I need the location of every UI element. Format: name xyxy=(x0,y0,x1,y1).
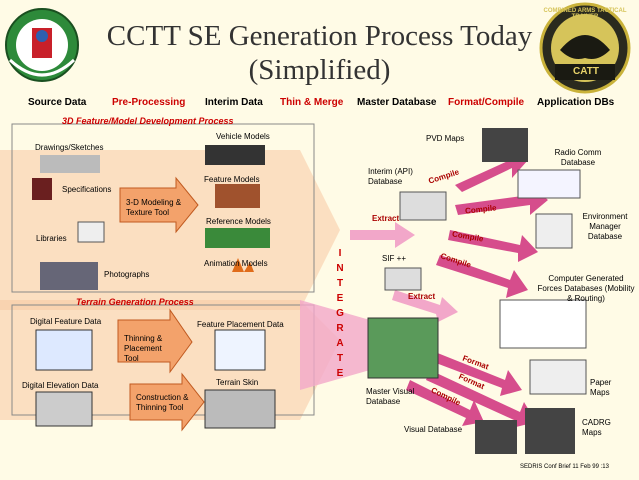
integrate-letter: N xyxy=(336,263,344,274)
stage-pre-processing: Pre-Processing xyxy=(112,97,186,108)
source-specifications: Specifications xyxy=(62,185,112,194)
source-drawings: Drawings/Sketches xyxy=(35,143,104,152)
extract-label-1: Extract xyxy=(372,214,400,223)
app-environment-manager: Environment Manager Database xyxy=(582,212,628,241)
integrate-letter: R xyxy=(336,323,344,334)
app-cadrg-maps: CADRG Maps xyxy=(582,418,611,437)
source-digital-elevation: Digital Elevation Data xyxy=(22,381,99,390)
footer-note: SEDRIS Conf Brief 11 Feb 99 :13 xyxy=(520,464,609,470)
app-cgf-databases: Computer Generated Forces Databases (Mob… xyxy=(537,274,635,303)
thinning-tool-label: Thinning & Placement Tool xyxy=(124,334,163,363)
extract-arrows xyxy=(350,222,458,322)
integrate-letter: E xyxy=(336,368,344,379)
output-terrain-skin: Terrain Skin xyxy=(216,378,259,387)
integrate-letter: A xyxy=(336,338,344,349)
sif-label: SIF ++ xyxy=(382,254,407,263)
modeling-tool-arrow xyxy=(119,176,199,234)
stage-format-compile: Format/Compile xyxy=(448,97,525,108)
catt-logo xyxy=(539,2,631,94)
section1-heading: 3D Feature/Model Development Process xyxy=(62,116,234,126)
output-feature-placement: Feature Placement Data xyxy=(197,320,284,329)
app-paper-maps: Paper Maps xyxy=(590,378,612,397)
app-visual-database: Visual Database xyxy=(404,425,463,434)
integrate-letter: T xyxy=(336,353,344,364)
integrate-letter: G xyxy=(336,308,344,319)
thinning-tool-arrow xyxy=(117,308,193,374)
integrate-label: I N T E G R A T E xyxy=(334,246,346,381)
title-line2: (Simplified) xyxy=(248,54,391,86)
catt-logo-text: CATT xyxy=(573,66,599,77)
stage-interim-data: Interim Data xyxy=(205,97,263,108)
title-line1: CCTT SE Generation Process Today xyxy=(106,20,533,52)
app-radio-comm: Radio Comm Database xyxy=(554,148,602,167)
model-feature: Feature Models xyxy=(204,175,260,184)
construction-tool-arrow xyxy=(129,372,205,432)
section2-heading: Terrain Generation Process xyxy=(76,297,194,307)
stage-application-dbs: Application DBs xyxy=(537,97,615,108)
integrate-letter: I xyxy=(338,248,342,259)
stage-source-data: Source Data xyxy=(28,97,87,108)
stage-master-database: Master Database xyxy=(357,97,437,108)
catt-logo-ring-text: COMBINED ARMS TACTICAL TRAINER xyxy=(543,8,627,20)
source-digital-feature: Digital Feature Data xyxy=(30,317,102,326)
master-visual-database: Master Visual Database xyxy=(366,387,415,406)
integrate-arrow xyxy=(300,300,420,390)
app-pvd-maps: PVD Maps xyxy=(426,134,465,143)
stage-thin-merge: Thin & Merge xyxy=(280,97,344,108)
source-photographs: Photographs xyxy=(104,270,150,279)
modeling-tool-label: 3-D Modeling & Texture Tool xyxy=(126,198,182,217)
integrate-letter: T xyxy=(336,278,344,289)
interim-api-database: Interim (API) Database xyxy=(368,167,413,186)
model-vehicle: Vehicle Models xyxy=(216,132,270,141)
master-illustrations xyxy=(367,191,447,379)
section1-frame xyxy=(11,123,315,293)
app-illustrations xyxy=(475,128,587,454)
model-animation: Animation Models xyxy=(204,259,268,268)
model-reference: Reference Models xyxy=(206,217,271,226)
left-emblem-logo xyxy=(5,8,79,82)
source-libraries: Libraries xyxy=(36,234,67,243)
model-illustrations xyxy=(204,145,276,429)
extract-label-2: Extract xyxy=(408,292,436,301)
construction-tool-label: Construction & Thinning Tool xyxy=(136,393,189,412)
integrate-letter: E xyxy=(336,293,344,304)
source-illustrations xyxy=(32,155,105,427)
